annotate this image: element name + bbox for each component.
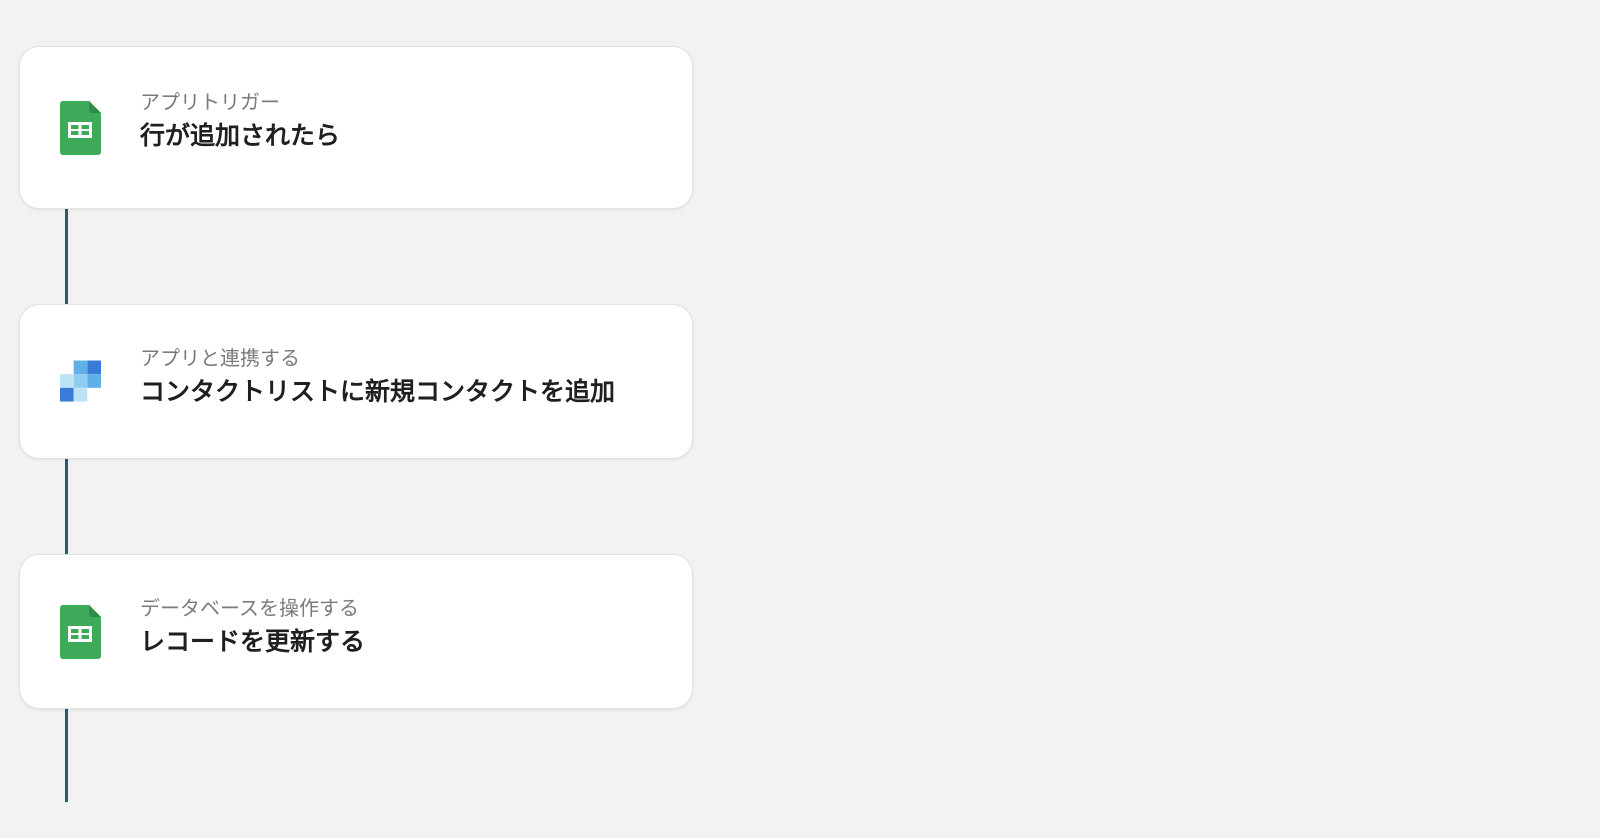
google-sheets-icon xyxy=(60,605,101,659)
flow-step-card-trigger[interactable]: アプリトリガー 行が追加されたら xyxy=(19,46,693,209)
step-label: アプリトリガー xyxy=(140,90,280,114)
step-text: アプリトリガー 行が追加されたら xyxy=(140,89,672,153)
step-title: コンタクトリストに新規コンタクトを追加 xyxy=(140,377,616,406)
google-sheets-icon xyxy=(60,101,101,155)
flow-step-card-database[interactable]: データベースを操作する レコードを更新する xyxy=(19,554,693,709)
flow-connector-line xyxy=(65,459,68,554)
step-text: アプリと連携する コンタクトリストに新規コンタクトを追加 xyxy=(140,345,672,409)
step-label: アプリと連携する xyxy=(140,346,300,370)
step-title: 行が追加されたら xyxy=(140,121,341,150)
pixel-blocks-app-icon xyxy=(60,355,101,409)
flow-connector-line xyxy=(65,709,68,802)
step-text: データベースを操作する レコードを更新する xyxy=(140,595,672,659)
step-title: レコードを更新する xyxy=(140,627,366,656)
flow-connector-line xyxy=(65,209,68,304)
step-label: データベースを操作する xyxy=(140,596,359,620)
flow-step-card-app-action[interactable]: アプリと連携する コンタクトリストに新規コンタクトを追加 xyxy=(19,304,693,459)
